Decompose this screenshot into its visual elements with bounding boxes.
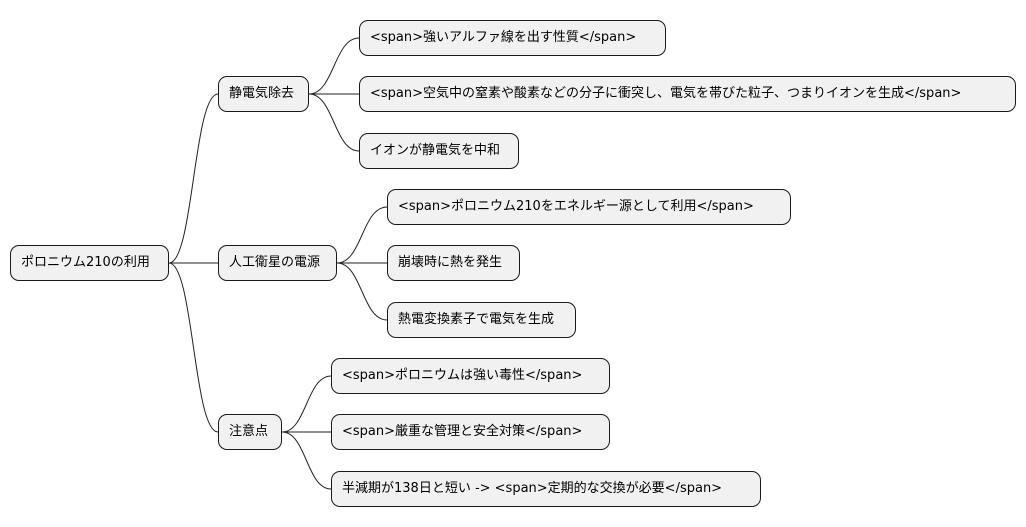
- connector-line: [308, 93, 360, 152]
- connector-line: [281, 431, 332, 490]
- leaf-node: イオンが静電気を中和: [359, 133, 519, 169]
- connector-line: [336, 206, 388, 264]
- leaf-node: <span>ポロニウム210をエネルギー源として利用</span>: [387, 189, 791, 225]
- connector-line: [336, 262, 388, 321]
- branch-node-cautions: 注意点: [218, 414, 282, 450]
- leaf-node: <span>ポロニウムは強い毒性</span>: [331, 358, 610, 394]
- leaf-node: <span>強いアルファ線を出す性質</span>: [359, 20, 666, 56]
- root-node: ポロニウム210の利用: [10, 245, 169, 281]
- connector-line: [168, 93, 219, 264]
- connector-line: [281, 375, 332, 433]
- leaf-node: <span>厳重な管理と安全対策</span>: [331, 414, 610, 450]
- leaf-node: 崩壊時に熱を発生: [387, 245, 520, 281]
- connector-line: [168, 262, 219, 433]
- leaf-node: 半減期が138日と短い -> <span>定期的な交換が必要</span>: [331, 471, 761, 507]
- branch-node-static-removal: 静電気除去: [218, 76, 309, 112]
- connector-line: [308, 37, 360, 95]
- leaf-node: <span>空気中の窒素や酸素などの分子に衝突し、電気を帯びた粒子、つまりイオン…: [359, 76, 1016, 112]
- branch-node-satellite-power: 人工衛星の電源: [218, 245, 337, 281]
- leaf-node: 熱電変換素子で電気を生成: [387, 302, 576, 338]
